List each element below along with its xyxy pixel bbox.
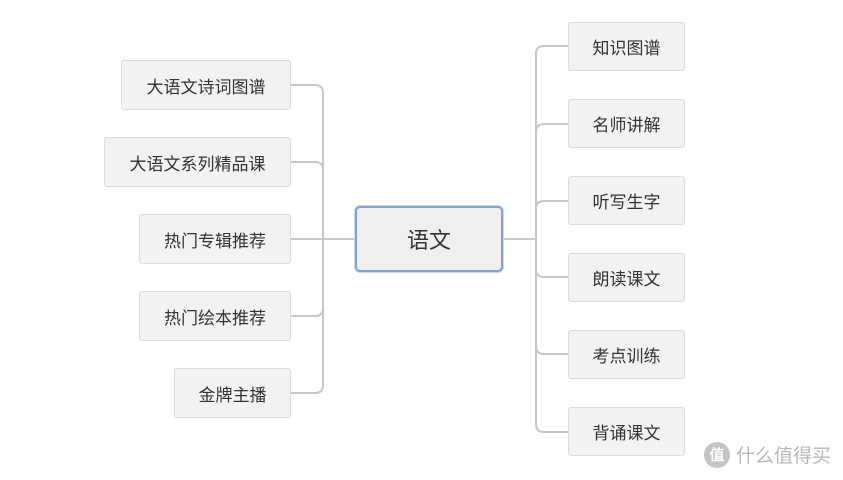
connector-left-5 <box>290 384 324 394</box>
connector-right-3 <box>535 200 568 210</box>
left-node-5[interactable]: 金牌主播 <box>174 368 291 418</box>
watermark-text: 什么值得买 <box>735 445 831 467</box>
right-node-5[interactable]: 考点训练 <box>568 330 685 379</box>
watermark: 值 什么值得买 <box>703 441 831 468</box>
right-node-4[interactable]: 朗读课文 <box>568 253 685 302</box>
connector-right-1 <box>535 45 568 55</box>
right-node-6[interactable]: 背诵课文 <box>568 407 685 456</box>
connector-left-1 <box>290 84 324 94</box>
right-node-2[interactable]: 名师讲解 <box>568 99 685 148</box>
left-node-4[interactable]: 热门绘本推荐 <box>139 291 291 341</box>
connector-left-2 <box>290 161 324 171</box>
connector-right-2 <box>535 123 568 133</box>
right-node-3[interactable]: 听写生字 <box>568 176 685 225</box>
watermark-logo-icon: 值 <box>703 441 730 468</box>
left-node-3[interactable]: 热门专辑推荐 <box>139 214 291 264</box>
connector-right-4 <box>535 268 568 278</box>
left-node-1[interactable]: 大语文诗词图谱 <box>121 60 291 110</box>
center-node[interactable]: 语文 <box>355 206 503 272</box>
connector-left-4 <box>290 307 324 317</box>
connector-right-6 <box>535 423 568 433</box>
right-node-1[interactable]: 知识图谱 <box>568 22 685 71</box>
connector-right-5 <box>535 345 568 355</box>
left-node-2[interactable]: 大语文系列精品课 <box>104 137 291 187</box>
